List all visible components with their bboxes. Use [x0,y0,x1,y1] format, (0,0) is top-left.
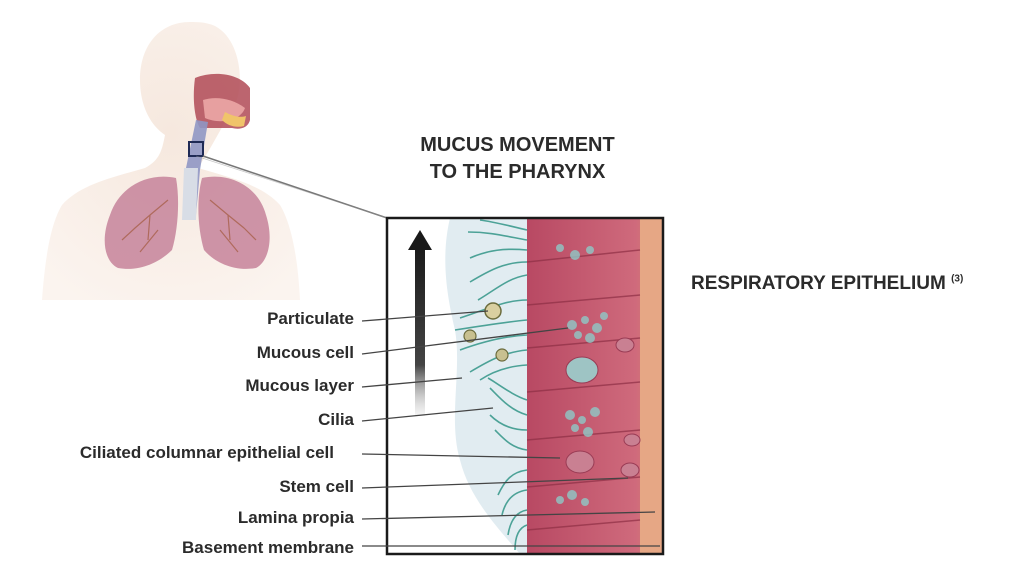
label-mucous-cell: Mucous cell [256,343,354,362]
epithelium-panel [387,218,663,554]
label-basement-membrane: Basement membrane [182,538,354,557]
side-title-reference: (3) [951,273,964,285]
side-title: RESPIRATORY EPITHELIUM (3) [691,273,963,295]
torso-illustration [42,22,300,300]
label-ciliated-columnar-epithelial-cell: Ciliated columnar epithelial cell [79,443,334,462]
leader-lines [361,310,660,547]
particulate-spheres [463,302,509,362]
label-stem-cell: Stem cell [279,477,354,496]
title-line-1: MUCUS MOVEMENT [420,134,615,156]
label-cilia: Cilia [318,410,354,429]
label-particulate: Particulate [267,309,354,328]
mucus-direction-arrow [408,230,432,416]
title-line-2: TO THE PHARYNX [429,161,606,183]
label-lamina-propia: Lamina propia [237,508,354,527]
panel-frame [385,216,665,556]
side-title-text: RESPIRATORY EPITHELIUM [691,273,946,294]
diagram-title: MUCUS MOVEMENT TO THE PHARYNX [380,132,655,186]
label-mucous-layer: Mucous layer [245,376,354,395]
